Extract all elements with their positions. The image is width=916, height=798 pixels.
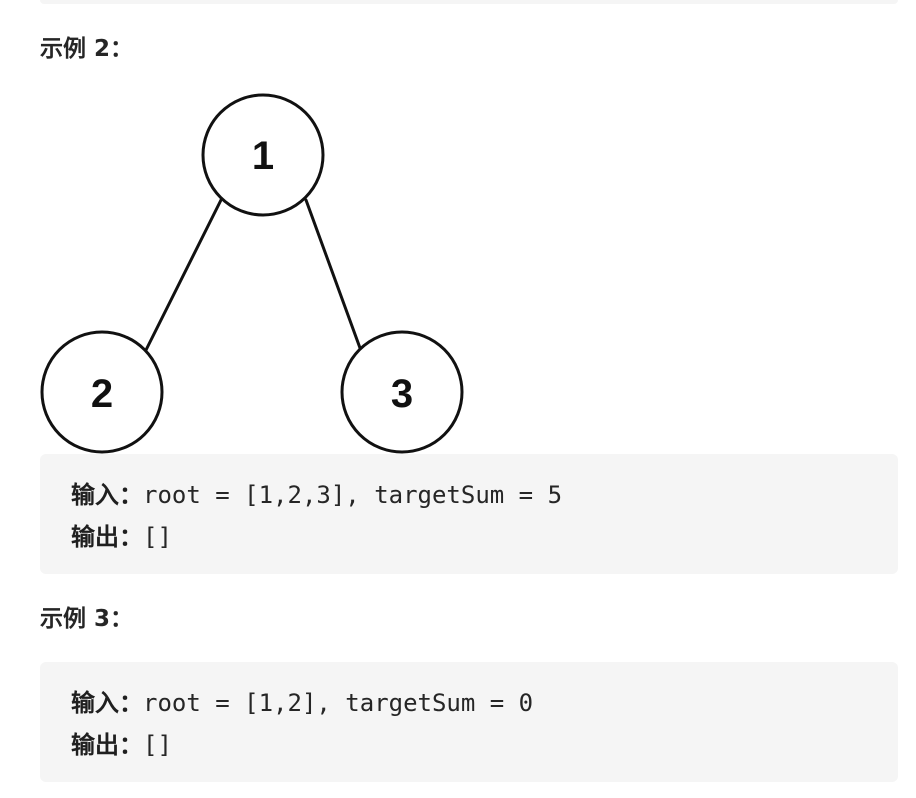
example-3-code-block: 输入：root = [1,2], targetSum = 0 输出：[] [40, 662, 898, 782]
example-2-output-value: [] [143, 523, 172, 551]
tree-node-left: 2 [40, 330, 164, 454]
example-2-input-label: 输入： [71, 481, 143, 509]
binary-tree-diagram: 1 2 3 [0, 80, 480, 460]
example-3-output-line: 输出：[] [71, 724, 898, 766]
example-2-input-value: root = [1,2,3], targetSum = 5 [143, 481, 563, 509]
tree-edge-root-left [144, 198, 223, 352]
example-2-code-block: 输入：root = [1,2,3], targetSum = 5 输出：[] [40, 454, 898, 574]
example-2-input-line: 输入：root = [1,2,3], targetSum = 5 [71, 474, 898, 516]
example-3-input-label: 输入： [71, 689, 143, 717]
example-3-output-label: 输出： [71, 731, 143, 759]
example-3-heading: 示例 3： [40, 606, 134, 632]
tree-node-right-label: 3 [391, 372, 413, 416]
tree-node-root: 1 [201, 93, 325, 217]
example-2-output-label: 输出： [71, 523, 143, 551]
tree-node-left-label: 2 [91, 372, 113, 416]
example-2-output-line: 输出：[] [71, 516, 898, 558]
tree-node-right: 3 [340, 330, 464, 454]
tree-edge-root-right [304, 198, 362, 350]
example-3-input-line: 输入：root = [1,2], targetSum = 0 [71, 682, 898, 724]
example-3-output-value: [] [143, 731, 172, 759]
example-2-heading: 示例 2： [40, 36, 134, 62]
tree-node-root-label: 1 [252, 134, 274, 178]
previous-code-block [40, 0, 898, 4]
example-3-input-value: root = [1,2], targetSum = 0 [143, 689, 534, 717]
